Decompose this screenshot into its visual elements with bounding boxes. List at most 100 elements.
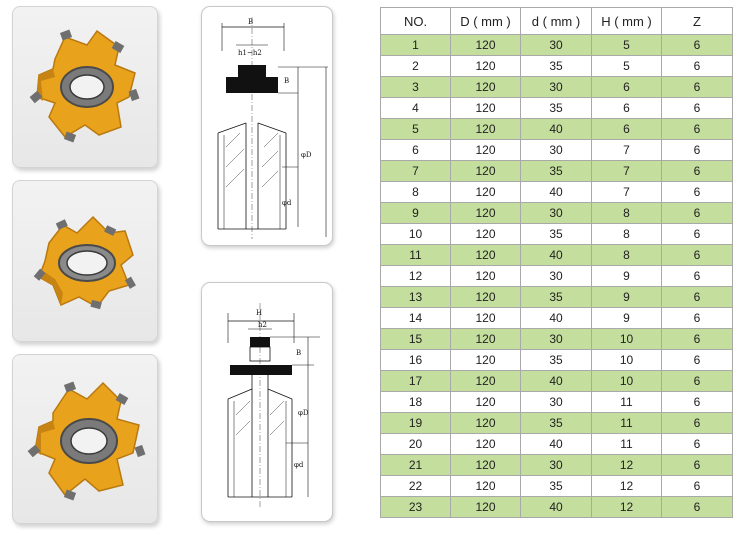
cell-height: 10 <box>591 328 662 350</box>
cell-bore-dia: 40 <box>520 433 592 455</box>
cell-teeth: 6 <box>661 286 733 308</box>
cell-outer-dia: 120 <box>450 391 521 413</box>
cell-no: 22 <box>380 475 451 497</box>
cell-outer-dia: 120 <box>450 181 521 203</box>
cell-height: 11 <box>591 433 662 455</box>
cell-no: 2 <box>380 55 451 77</box>
cell-teeth: 6 <box>661 223 733 245</box>
spec-table-header-row: NO.D ( mm )d ( mm )H ( mm )Z <box>380 7 733 35</box>
cell-outer-dia: 120 <box>450 55 521 77</box>
cell-height: 10 <box>591 370 662 392</box>
dim-inner-label-bottom: h2 <box>258 321 267 329</box>
cell-teeth: 6 <box>661 34 733 56</box>
cell-bore-dia: 30 <box>520 139 592 161</box>
dim-bore-dia-label: φd <box>282 199 292 207</box>
cell-teeth: 6 <box>661 160 733 182</box>
cutter-illustration-1 <box>29 29 140 143</box>
cell-no: 11 <box>380 244 451 266</box>
cell-teeth: 6 <box>661 76 733 98</box>
cutter-photo-3 <box>12 354 158 524</box>
cell-bore-dia: 35 <box>520 55 592 77</box>
cutter-photo-1 <box>12 6 158 168</box>
cell-height: 9 <box>591 286 662 308</box>
cell-no: 4 <box>380 97 451 119</box>
cell-bore-dia: 40 <box>520 496 592 518</box>
cell-teeth: 6 <box>661 433 733 455</box>
cell-bore-dia: 30 <box>520 76 592 98</box>
cell-teeth: 6 <box>661 412 733 434</box>
cell-outer-dia: 120 <box>450 475 521 497</box>
cell-teeth: 6 <box>661 454 733 476</box>
cell-outer-dia: 120 <box>450 97 521 119</box>
cell-no: 9 <box>380 202 451 224</box>
cell-bore-dia: 35 <box>520 475 592 497</box>
cell-bore-dia: 30 <box>520 202 592 224</box>
cell-no: 10 <box>380 223 451 245</box>
cell-teeth: 6 <box>661 496 733 518</box>
cell-height: 8 <box>591 202 662 224</box>
cell-no: 5 <box>380 118 451 140</box>
cell-height: 7 <box>591 139 662 161</box>
cutter-illustration-2 <box>33 215 136 310</box>
cell-bore-dia: 35 <box>520 286 592 308</box>
cell-teeth: 6 <box>661 370 733 392</box>
cell-outer-dia: 120 <box>450 202 521 224</box>
cell-no: 18 <box>380 391 451 413</box>
cell-no: 8 <box>380 181 451 203</box>
cell-height: 10 <box>591 349 662 371</box>
cell-outer-dia: 120 <box>450 496 521 518</box>
cell-teeth: 6 <box>661 202 733 224</box>
cell-bore-dia: 30 <box>520 454 592 476</box>
cell-outer-dia: 120 <box>450 223 521 245</box>
dim-height-label: B <box>284 77 289 85</box>
cell-bore-dia: 30 <box>520 265 592 287</box>
cell-outer-dia: 120 <box>450 244 521 266</box>
cell-bore-dia: 40 <box>520 181 592 203</box>
cell-teeth: 6 <box>661 475 733 497</box>
col-teeth-header: Z <box>661 7 733 35</box>
cutter-photo-2 <box>12 180 158 342</box>
cell-no: 14 <box>380 307 451 329</box>
cell-outer-dia: 120 <box>450 265 521 287</box>
dim-outer-dia-label-bottom: φD <box>298 409 309 417</box>
technical-drawing-top: B h1~h2 B φD φd <box>201 6 333 246</box>
cell-teeth: 6 <box>661 391 733 413</box>
cell-teeth: 6 <box>661 118 733 140</box>
cell-height: 6 <box>591 97 662 119</box>
cell-no: 1 <box>380 34 451 56</box>
cell-height: 8 <box>591 223 662 245</box>
cell-bore-dia: 30 <box>520 328 592 350</box>
cell-teeth: 6 <box>661 328 733 350</box>
col-no-header: NO. <box>380 7 451 35</box>
cell-teeth: 6 <box>661 307 733 329</box>
cell-height: 12 <box>591 496 662 518</box>
cell-no: 12 <box>380 265 451 287</box>
cell-bore-dia: 40 <box>520 370 592 392</box>
cell-no: 23 <box>380 496 451 518</box>
cell-outer-dia: 120 <box>450 307 521 329</box>
cell-outer-dia: 120 <box>450 328 521 350</box>
cell-teeth: 6 <box>661 55 733 77</box>
cell-outer-dia: 120 <box>450 34 521 56</box>
cell-bore-dia: 30 <box>520 34 592 56</box>
cell-outer-dia: 120 <box>450 76 521 98</box>
cell-no: 19 <box>380 412 451 434</box>
cell-height: 5 <box>591 55 662 77</box>
cell-height: 8 <box>591 244 662 266</box>
dim-inner-label: h1~h2 <box>238 49 262 57</box>
cell-no: 13 <box>380 286 451 308</box>
